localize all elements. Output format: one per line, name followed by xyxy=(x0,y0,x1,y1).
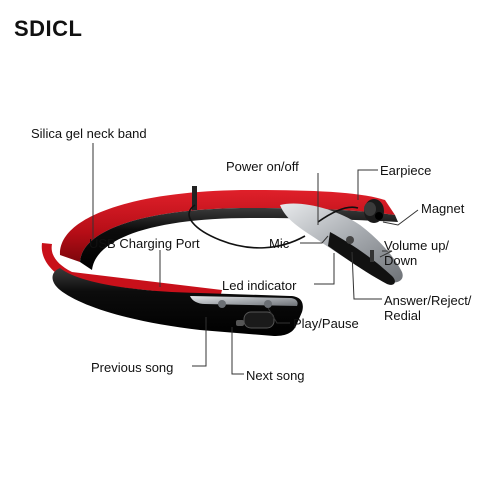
leader-mic xyxy=(300,235,329,244)
earbud xyxy=(364,199,384,223)
leader-led xyxy=(314,253,335,285)
answer-button xyxy=(346,236,354,244)
label-neck-band: Silica gel neck band xyxy=(31,126,147,141)
volume-button xyxy=(370,250,374,262)
leader-lines xyxy=(92,143,419,375)
label-next: Next song xyxy=(246,368,305,383)
leader-volume xyxy=(379,250,393,258)
label-volume-line2: Down xyxy=(384,253,418,268)
label-led: Led indicator xyxy=(222,278,297,293)
label-answer-line1: Answer/Reject/ xyxy=(384,293,472,308)
leader-next xyxy=(231,327,244,375)
right-earbud-cable xyxy=(317,206,359,223)
label-play: Play/Pause xyxy=(293,316,359,331)
neck-band-black xyxy=(80,208,398,270)
leader-previous xyxy=(192,317,207,367)
leader-earpiece xyxy=(357,169,378,200)
leader-answer xyxy=(351,251,382,300)
label-earpiece: Earpiece xyxy=(380,163,432,178)
left-arm-body xyxy=(52,268,303,336)
label-magnet: Magnet xyxy=(421,201,465,216)
label-answer-line2: Redial xyxy=(384,308,421,323)
label-volume-line1: Volume up/ xyxy=(384,238,450,253)
leader-play xyxy=(267,307,290,324)
label-usb: USB Charging Port xyxy=(89,236,200,251)
play-button xyxy=(264,300,272,308)
button-cluster xyxy=(243,311,275,329)
band-clip xyxy=(192,186,197,210)
left-arm-red xyxy=(41,243,223,298)
prev-button xyxy=(218,300,226,308)
label-power: Power on/off xyxy=(226,159,299,174)
brand-logo: SDICL xyxy=(14,16,83,41)
right-arm-black xyxy=(328,232,395,285)
label-mic: Mic xyxy=(269,236,290,251)
next-button xyxy=(236,320,244,326)
leader-magnet xyxy=(382,209,419,226)
left-earbud-cable xyxy=(188,204,306,249)
label-previous: Previous song xyxy=(91,360,174,375)
